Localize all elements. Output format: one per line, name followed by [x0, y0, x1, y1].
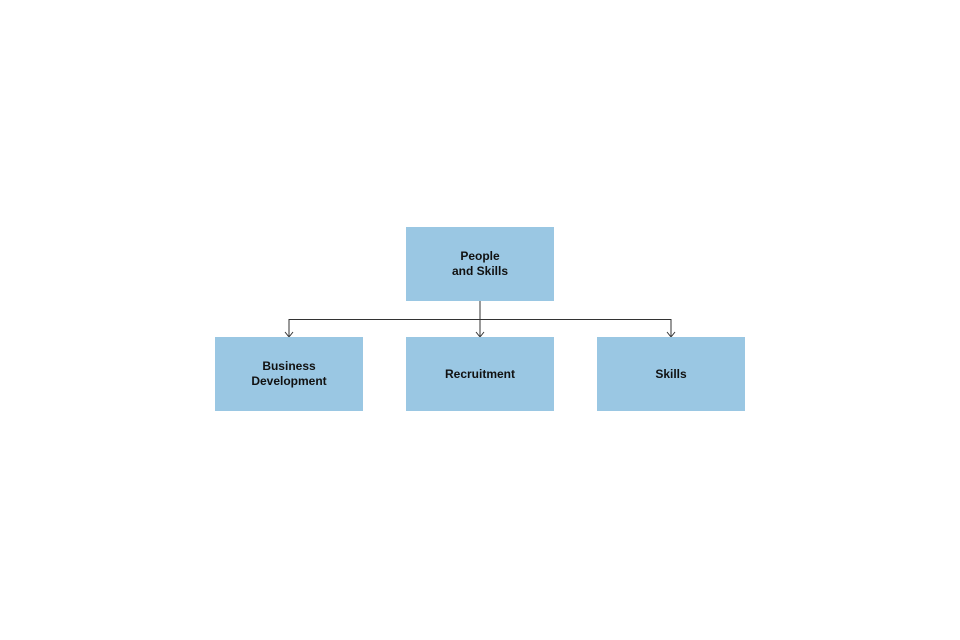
node-label: People and Skills	[451, 249, 509, 278]
node-label: Business Development	[251, 359, 327, 388]
node-skills: Skills	[597, 337, 745, 411]
node-recruitment: Recruitment	[406, 337, 554, 411]
node-people-and-skills: People and Skills	[406, 227, 554, 301]
node-label: Skills	[655, 366, 687, 381]
node-business-development: Business Development	[215, 337, 363, 411]
node-label: Recruitment	[444, 366, 515, 381]
